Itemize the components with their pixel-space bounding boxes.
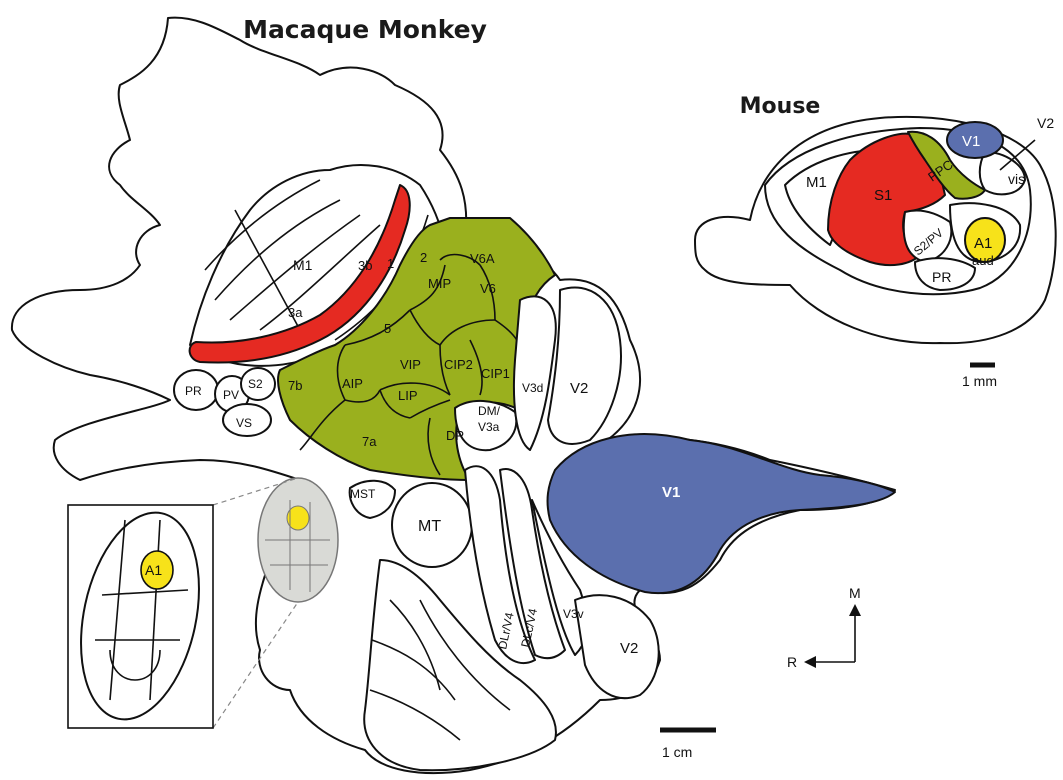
mouse-label-a1: A1 xyxy=(974,235,992,252)
label-mt: MT xyxy=(418,518,441,535)
label-5: 5 xyxy=(384,321,391,336)
label-v6: V6 xyxy=(480,281,496,296)
label-2: 2 xyxy=(420,250,427,265)
label-v3d: V3d xyxy=(522,381,543,395)
orientation-compass xyxy=(804,604,861,668)
mouse-label-vis: vis xyxy=(1008,171,1025,187)
mouse-scale-label: 1 mm xyxy=(962,373,997,389)
mouse-title: Mouse xyxy=(740,94,821,119)
label-3a: 3a xyxy=(288,305,303,320)
label-1: 1 xyxy=(387,256,394,271)
macaque-cortex-map xyxy=(12,18,895,773)
label-v6a: V6A xyxy=(470,251,495,266)
label-inset-a1: A1 xyxy=(145,562,162,578)
label-v3v: V3v xyxy=(563,607,584,621)
mouse-cortex-map xyxy=(695,117,1056,365)
label-vip: VIP xyxy=(400,357,421,372)
label-3b: 3b xyxy=(358,258,372,273)
label-pv: PV xyxy=(223,388,239,402)
mouse-label-aud: aud xyxy=(972,253,994,268)
area-v1 xyxy=(548,434,895,593)
label-s2: S2 xyxy=(248,377,263,391)
mouse-label-v2: V2 xyxy=(1037,115,1054,131)
label-mip: MIP xyxy=(428,276,451,291)
label-pr: PR xyxy=(185,384,202,398)
macaque-scale-label: 1 cm xyxy=(662,744,692,760)
label-vs: VS xyxy=(236,416,252,430)
macaque-title: Macaque Monkey xyxy=(243,15,487,44)
label-v2-lower: V2 xyxy=(620,640,638,657)
label-v1: V1 xyxy=(662,484,680,501)
label-dm: DM/ xyxy=(478,404,501,418)
label-dp: DP xyxy=(446,428,464,443)
label-v3a: V3a xyxy=(478,420,500,434)
label-mst: MST xyxy=(350,487,376,501)
mouse-label-pr: PR xyxy=(932,269,951,285)
label-lip: LIP xyxy=(398,388,418,403)
label-7a: 7a xyxy=(362,434,377,449)
label-7b: 7b xyxy=(288,378,302,393)
label-cip2: CIP2 xyxy=(444,357,473,372)
label-cip1: CIP1 xyxy=(481,366,510,381)
compass-r-label: R xyxy=(787,654,797,670)
label-m1: M1 xyxy=(293,257,313,273)
mouse-label-s1: S1 xyxy=(874,187,892,204)
mouse-label-m1: M1 xyxy=(806,174,827,191)
label-v2-upper: V2 xyxy=(570,380,588,397)
mouse-label-v1: V1 xyxy=(962,133,980,150)
compass-m-label: M xyxy=(849,585,861,601)
label-aip: AIP xyxy=(342,376,363,391)
